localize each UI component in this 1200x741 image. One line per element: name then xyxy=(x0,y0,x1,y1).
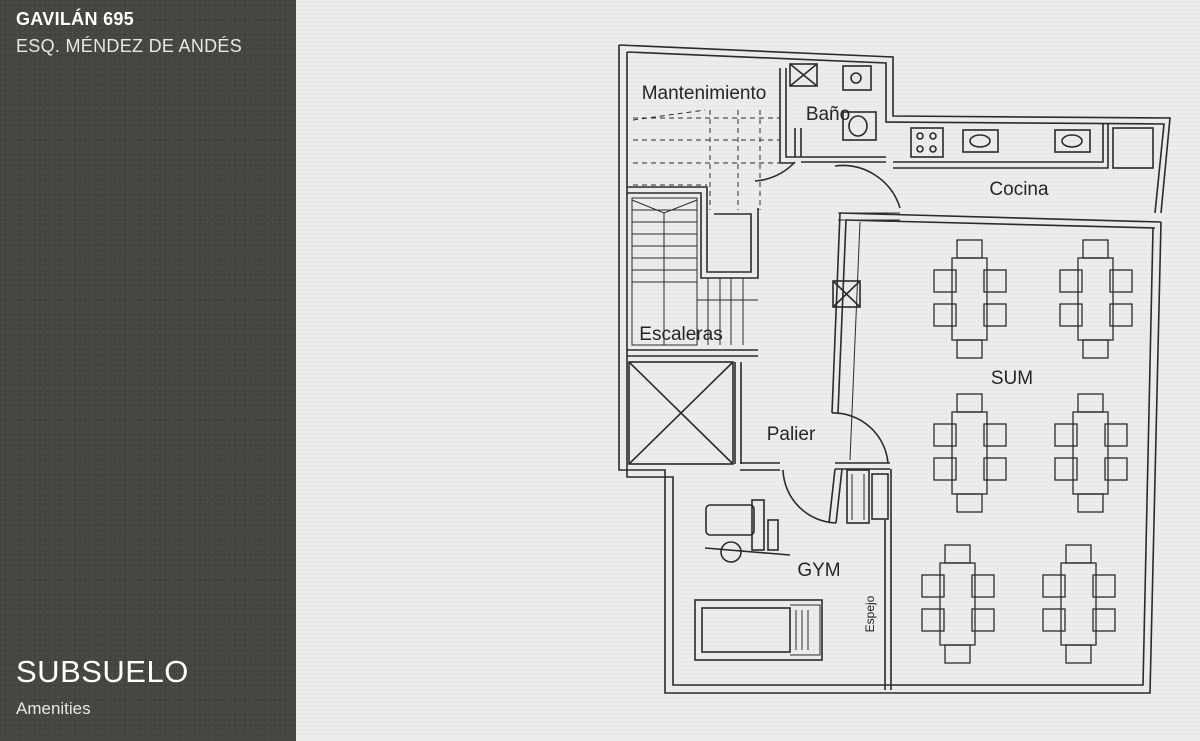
elevator-shaft xyxy=(628,361,742,465)
mantenimiento-walls xyxy=(627,68,795,279)
bano-fixtures xyxy=(754,63,901,209)
project-address: ESQ. MÉNDEZ DE ANDÉS xyxy=(16,36,243,56)
project-title: GAVILÁN 695 xyxy=(16,9,134,29)
room-label-gym: GYM xyxy=(797,560,840,581)
room-label-escaleras: Escaleras xyxy=(639,324,722,345)
palier-walls xyxy=(740,212,1162,524)
room-label-sum: SUM xyxy=(991,368,1033,389)
level-description: Amenities xyxy=(16,699,91,718)
room-label-espejo: Espejo xyxy=(863,595,877,632)
gym-equipment xyxy=(694,469,892,690)
floor-plan: Mantenimiento Baño Cocina Escaleras SUM … xyxy=(618,44,1171,694)
cocina-counter xyxy=(893,124,1154,169)
level-title: SUBSUELO xyxy=(16,654,189,689)
room-label-mantenimiento: Mantenimiento xyxy=(642,83,767,104)
room-label-palier: Palier xyxy=(767,424,816,445)
sidebar: GAVILÁN 695 ESQ. MÉNDEZ DE ANDÉS SUBSUEL… xyxy=(0,0,296,741)
floor-plan-area: Mantenimiento Baño Cocina Escaleras SUM … xyxy=(296,0,1200,741)
outer-wall xyxy=(618,44,1171,694)
sum-tables xyxy=(921,239,1133,664)
escaleras xyxy=(627,197,758,357)
room-label-bano: Baño xyxy=(806,104,850,125)
room-label-cocina: Cocina xyxy=(989,179,1049,200)
